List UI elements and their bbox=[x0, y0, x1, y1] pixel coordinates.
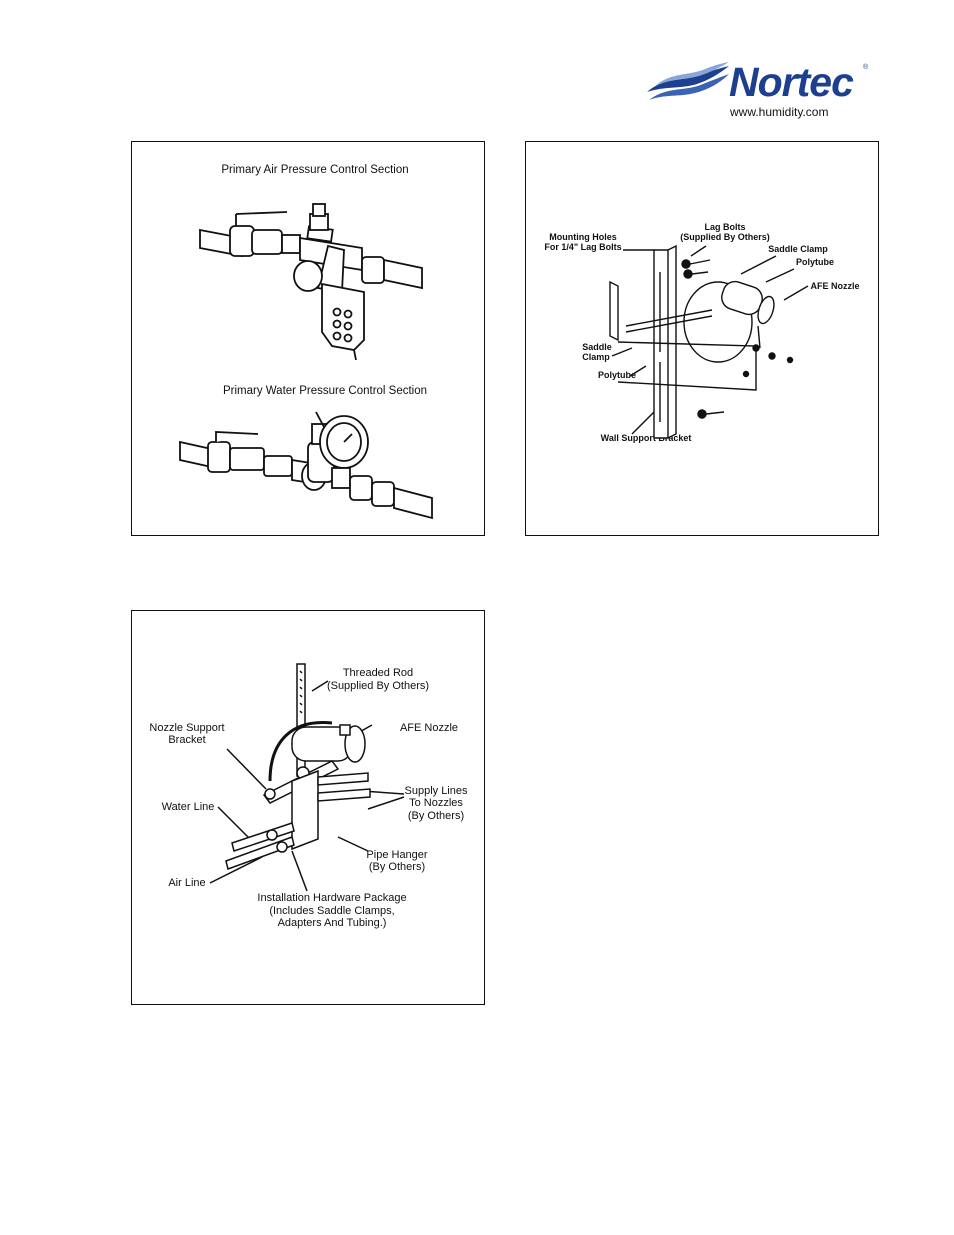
mounting-holes-label-2: For 1/4" Lag Bolts bbox=[544, 242, 621, 252]
pipe-hanger-drawing: Threaded Rod (Supplied By Others) Nozzle… bbox=[149, 663, 468, 929]
saddle-clamp-right-label: Saddle Clamp bbox=[768, 244, 828, 254]
pressure-control-drawing: Primary Air Pressure Control Section Pri… bbox=[179, 164, 433, 520]
supply-lines-label-2: To Nozzles bbox=[409, 797, 463, 809]
wall-support-label: Wall Support Bracket bbox=[601, 433, 692, 443]
polytube-right-label: Polytube bbox=[796, 257, 834, 267]
pipe-hanger-figure: Threaded Rod (Supplied By Others) Nozzle… bbox=[131, 610, 485, 1005]
saddle-left-label-1: Saddle bbox=[582, 342, 612, 352]
hardware-label-3: Adapters And Tubing.) bbox=[278, 917, 387, 929]
wall-support-figure: Mounting Holes For 1/4" Lag Bolts Lag Bo… bbox=[525, 141, 879, 536]
mounting-holes-label-1: Mounting Holes bbox=[549, 232, 617, 242]
saddle-left-label-2: Clamp bbox=[582, 352, 610, 362]
supply-lines-label-3: (By Others) bbox=[408, 810, 464, 822]
pressure-control-figure: Primary Air Pressure Control Section Pri… bbox=[131, 141, 485, 536]
supply-lines-label-1: Supply Lines bbox=[405, 785, 468, 797]
pipe-hanger-assembly bbox=[209, 663, 405, 892]
wall-support-assembly bbox=[609, 244, 809, 439]
nortec-logo: Nortec ® www.humidity.com bbox=[645, 58, 870, 124]
nozzle-support-label-1: Nozzle Support bbox=[149, 722, 224, 734]
air-line-label: Air Line bbox=[168, 877, 205, 889]
nozzle-support-label-2: Bracket bbox=[168, 734, 205, 746]
registered-mark: ® bbox=[863, 64, 869, 71]
afe-nozzle-label: AFE Nozzle bbox=[400, 722, 458, 734]
wave-logo-icon bbox=[647, 62, 729, 100]
hardware-label-2: (Includes Saddle Clamps, bbox=[269, 905, 394, 917]
brand-url: www.humidity.com bbox=[730, 105, 829, 119]
threaded-rod-label-1: Threaded Rod bbox=[343, 667, 413, 679]
wall-support-drawing: Mounting Holes For 1/4" Lag Bolts Lag Bo… bbox=[544, 222, 859, 443]
threaded-rod-label-2: (Supplied By Others) bbox=[327, 680, 429, 692]
water-section-title: Primary Water Pressure Control Section bbox=[223, 385, 427, 397]
afe-nozzle-label: AFE Nozzle bbox=[810, 281, 859, 291]
water-line-label: Water Line bbox=[162, 801, 215, 813]
air-section-title: Primary Air Pressure Control Section bbox=[221, 164, 408, 176]
pipe-hanger-label-2: (By Others) bbox=[369, 861, 425, 873]
hardware-label-1: Installation Hardware Package bbox=[257, 892, 406, 904]
brand-name: Nortec bbox=[729, 59, 854, 105]
polytube-left-label: Polytube bbox=[598, 370, 636, 380]
lag-bolts-label-2: (Supplied By Others) bbox=[680, 232, 770, 242]
air-pressure-assembly bbox=[199, 203, 423, 361]
water-pressure-assembly bbox=[179, 411, 433, 520]
lag-bolts-label-1: Lag Bolts bbox=[704, 222, 745, 232]
pipe-hanger-label-1: Pipe Hanger bbox=[366, 849, 427, 861]
